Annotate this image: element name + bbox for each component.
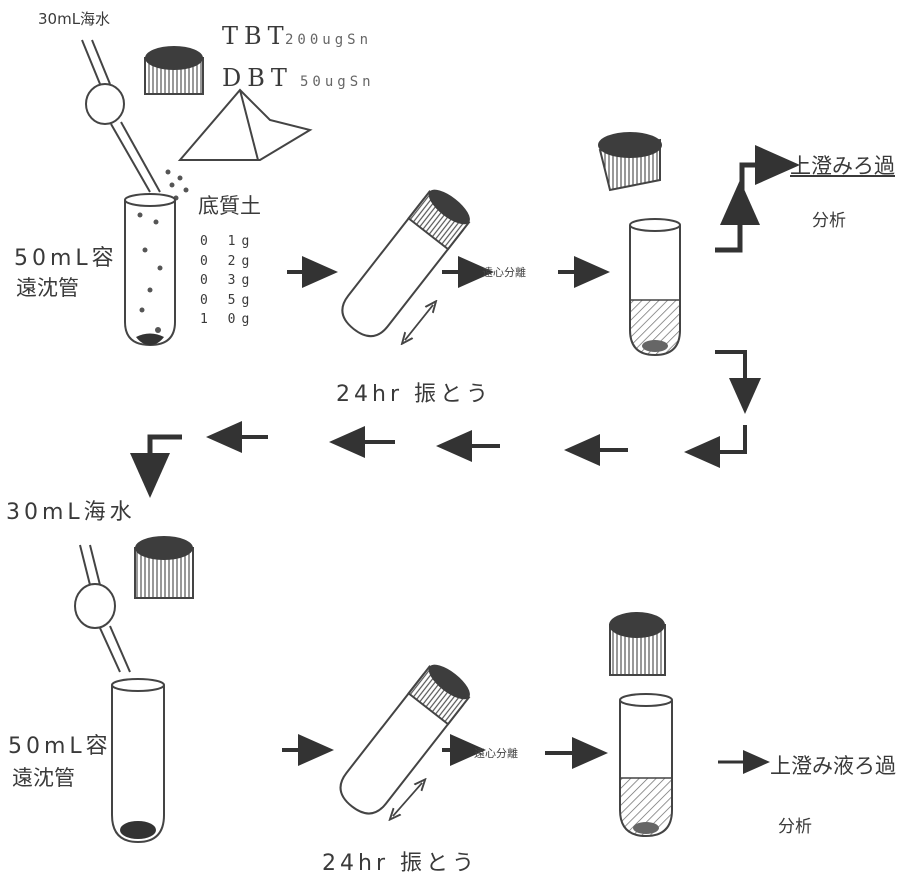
shake-label-bottom: 24hr 振とう bbox=[322, 851, 478, 876]
flow-arrow bbox=[739, 145, 800, 200]
amount-item: 0 3g bbox=[200, 273, 256, 288]
tube-type-label-top: 遠沈管 bbox=[16, 276, 79, 300]
tube-size-label-bottom: 50mL容 bbox=[8, 734, 112, 759]
amount-item: 0 5g bbox=[200, 292, 256, 308]
return-arrow bbox=[684, 425, 747, 468]
centrifuge-tube-2 bbox=[111, 678, 165, 844]
return-arrow bbox=[715, 350, 761, 414]
tbt-amount: 200ugSn bbox=[285, 32, 373, 48]
falling-sediment bbox=[165, 169, 189, 201]
amount-item: 0 2g bbox=[200, 253, 256, 269]
shake-arrows-top bbox=[405, 305, 433, 340]
shaken-tube-top bbox=[341, 189, 471, 338]
result-analysis-label-top: 分析 bbox=[812, 211, 846, 231]
amount-list: 0 1g 0 2g 0 3g 0 5g 1 0g bbox=[200, 232, 255, 330]
amount-item: 0 1g bbox=[200, 234, 256, 249]
tube-cap-top-left bbox=[144, 46, 204, 95]
flow-arrow bbox=[715, 180, 760, 253]
result-filter-label-top: 上澄みろ過 bbox=[790, 154, 895, 178]
shaken-tube-bottom bbox=[339, 664, 471, 815]
separated-tube-bottom bbox=[619, 693, 673, 838]
shake-arrows-bottom bbox=[393, 783, 422, 816]
sediment-label: 底質土 bbox=[198, 194, 261, 218]
amount-item: 1 0g bbox=[200, 312, 256, 327]
centrifuge-label-top: 遠心分離 bbox=[482, 266, 526, 279]
tube-type-label-bottom: 遠沈管 bbox=[12, 766, 75, 790]
tube-size-label-top: 50mL容 bbox=[14, 246, 118, 271]
tube-cap-top-right bbox=[598, 132, 662, 192]
weighing-paper bbox=[177, 88, 313, 161]
pipette-top bbox=[81, 39, 161, 193]
centrifuge-label-bottom: 遠心分離 bbox=[474, 747, 518, 760]
shake-label-top: 24hr 振とう bbox=[336, 382, 492, 407]
tube-cap-bottom-right bbox=[609, 612, 666, 676]
centrifuge-tube-1 bbox=[124, 193, 176, 347]
result-filter-label-bottom: 上澄み液ろ過 bbox=[770, 754, 896, 778]
return-arrow bbox=[130, 434, 182, 498]
dbt-amount: 50ugSn bbox=[300, 74, 375, 90]
result-analysis-label-bottom: 分析 bbox=[778, 817, 812, 837]
seawater-label-bottom: 30mL海水 bbox=[6, 500, 136, 525]
separated-tube-top bbox=[629, 218, 681, 357]
pipette-bottom bbox=[74, 544, 131, 673]
seawater-label-top: 30mL海水 bbox=[38, 10, 111, 28]
tube-cap-bottom-left bbox=[134, 536, 194, 599]
tbt-label: TBT bbox=[222, 22, 290, 50]
dbt-label: DBT bbox=[222, 64, 293, 92]
